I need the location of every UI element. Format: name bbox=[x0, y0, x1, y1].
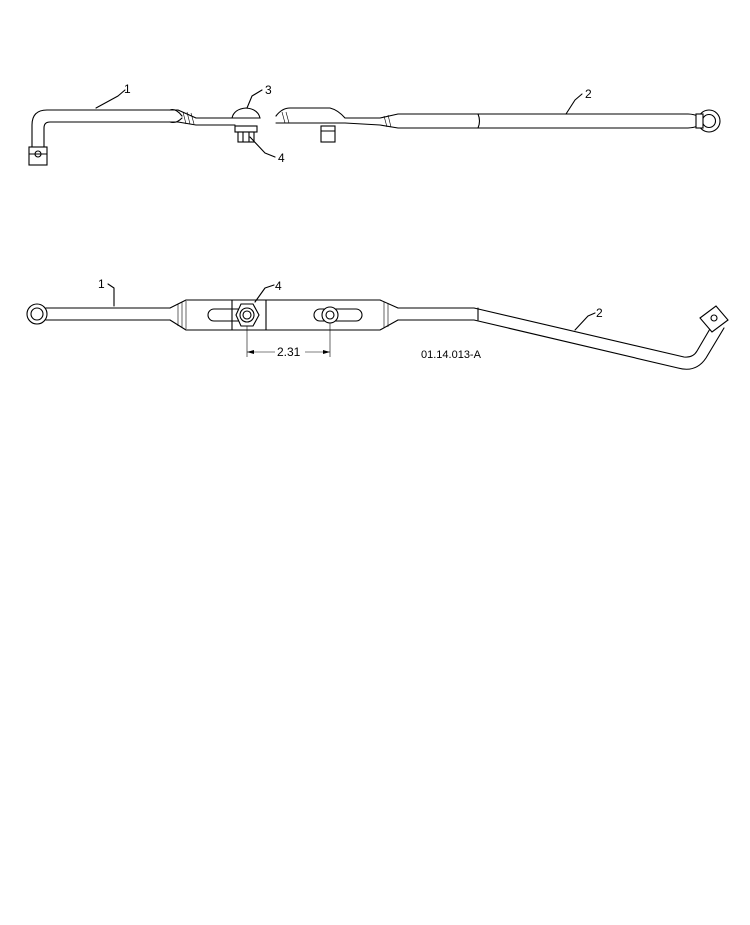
part-4-nut-side bbox=[235, 303, 260, 327]
part-1-rod-side bbox=[45, 307, 171, 321]
side-view-assembly: 2.31 1 4 2 01.14.013-A bbox=[26, 277, 729, 370]
part-1-rod-top bbox=[31, 109, 236, 166]
part-2-rod-top bbox=[469, 113, 701, 129]
part-2-end-tab bbox=[699, 305, 729, 333]
link-plate-side bbox=[169, 299, 399, 331]
part-1-end-clip bbox=[28, 146, 48, 166]
side-transition-hatching bbox=[177, 301, 389, 329]
callout-4-top: 4 bbox=[278, 151, 285, 165]
link-plate-top bbox=[169, 107, 471, 129]
callout-2-side: 2 bbox=[596, 306, 603, 320]
callout-1-side: 1 bbox=[98, 277, 105, 291]
figure-id: 01.14.013-A bbox=[421, 349, 482, 361]
part-4-nut-top bbox=[234, 125, 258, 133]
dimension-value: 2.31 bbox=[277, 345, 301, 359]
slot-bolt bbox=[321, 306, 339, 324]
dimension-2-31: 2.31 bbox=[246, 323, 331, 359]
callout-3-top: 3 bbox=[265, 83, 272, 97]
callout-1-top: 1 bbox=[124, 82, 131, 96]
callout-4-side: 4 bbox=[275, 279, 282, 293]
transition-hatching bbox=[182, 111, 392, 128]
part-1-end-ferrule bbox=[26, 303, 48, 325]
top-view-assembly: 1 2 3 4 bbox=[28, 82, 721, 166]
adjustment-slot-right bbox=[313, 308, 363, 322]
part-2-rod-side bbox=[397, 307, 725, 370]
part-3-bolt-head bbox=[231, 107, 261, 119]
callout-2-top: 2 bbox=[585, 87, 592, 101]
clip-block-top bbox=[320, 125, 336, 143]
